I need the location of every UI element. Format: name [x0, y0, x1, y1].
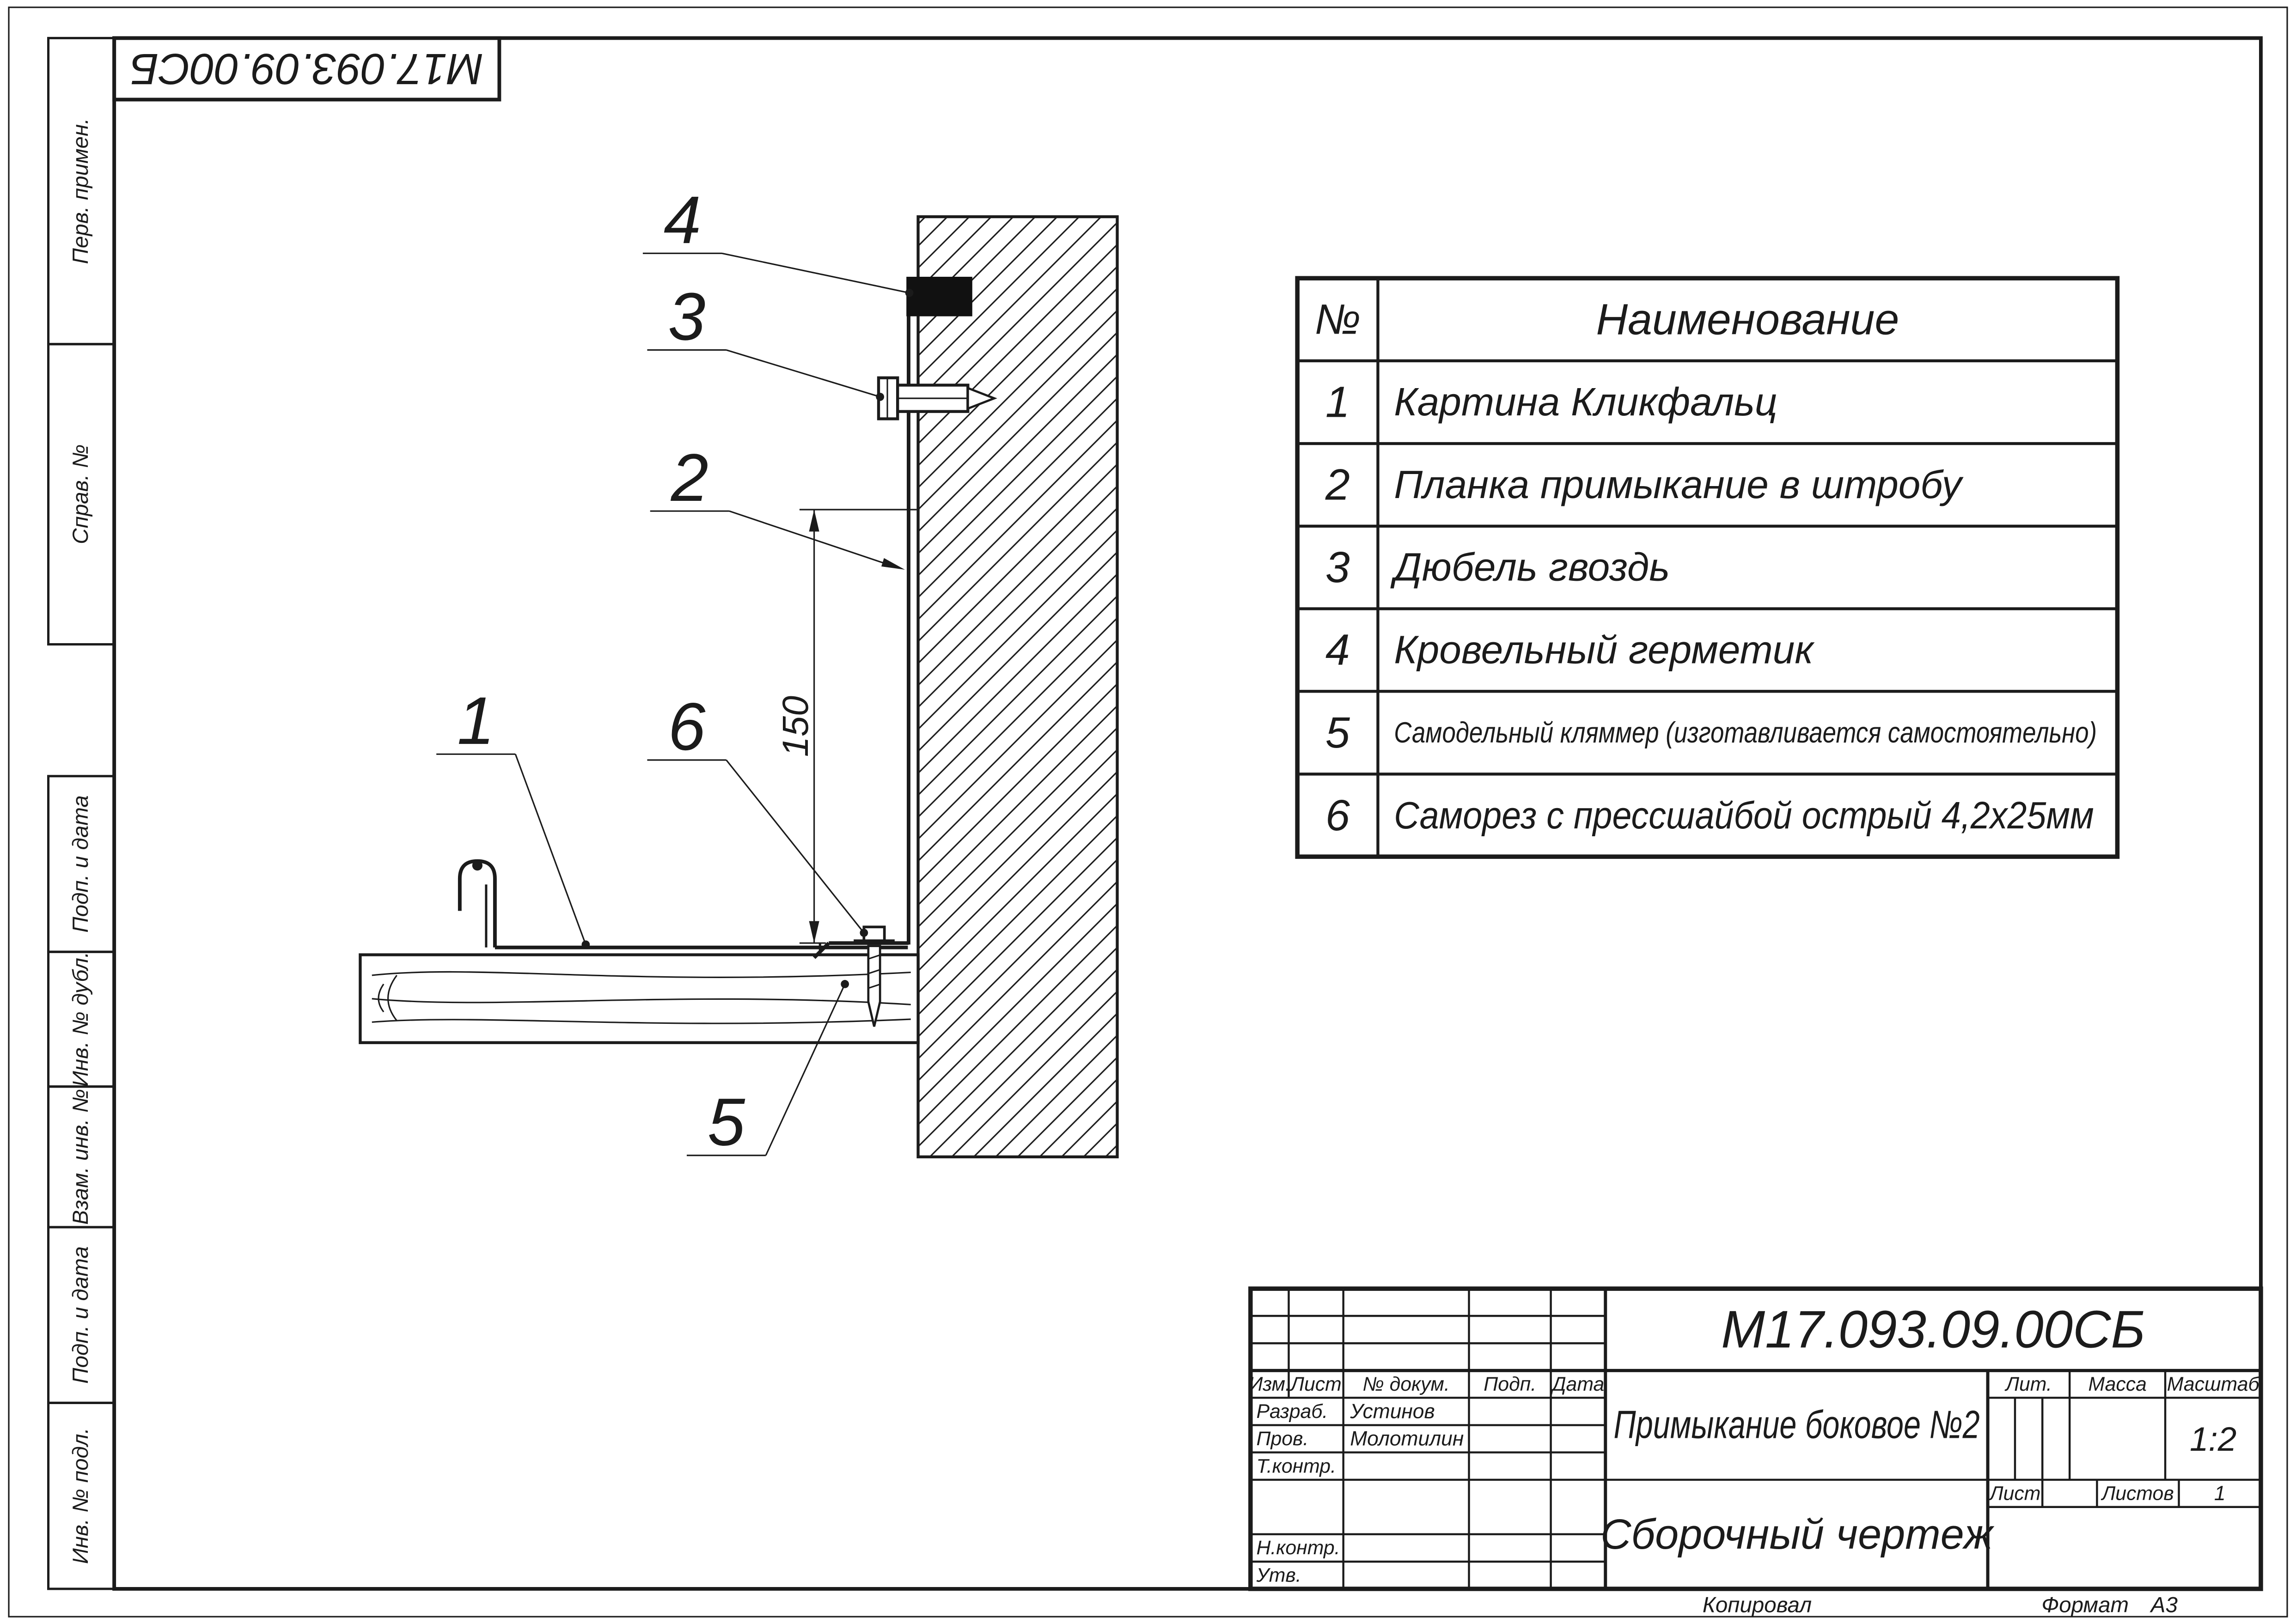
part-row-num: 2: [1325, 460, 1350, 509]
tb-label-list2: Лист: [1988, 1482, 2040, 1504]
parts-header-name: Наименование: [1596, 295, 1899, 344]
side-label-perv-primen: Перв. примен.: [68, 118, 93, 264]
side-label-inv-no-dubl: Инв. № дубл.: [68, 952, 93, 1087]
tb-document-type: Сборочный чертеж: [1600, 1511, 1995, 1558]
side-column: Перв. примен. Справ. № Подп. и дата Инв.…: [47, 36, 116, 1590]
callout-3: 3: [647, 279, 885, 401]
side-box-sprav-no: [47, 343, 116, 646]
top-stamp-box: [112, 36, 501, 102]
tb-label-tkontr: Т.контр.: [1256, 1455, 1336, 1477]
footer-format-value: А3: [2149, 1593, 2178, 1617]
callout-1-number: 1: [457, 683, 495, 758]
section-view: 150 1 2 3 4 5: [359, 182, 1119, 1160]
tb-label-utv: Утв.: [1256, 1564, 1301, 1586]
part-row-name: Планка примыкание в штробу: [1394, 463, 1964, 507]
part-row-name: Кровельный герметик: [1394, 628, 1815, 672]
press-washer-screw: [854, 925, 895, 1027]
tb-label-masshtab: Масштаб: [2167, 1373, 2260, 1395]
callout-4-number: 4: [664, 182, 701, 257]
tb-product-title: Примыкание боковое №2: [1614, 1403, 1980, 1447]
tb-doc-number: М17.093.09.00СБ: [1721, 1300, 2145, 1359]
tb-label-doc-no: № докум.: [1362, 1373, 1449, 1395]
part-row-num: 4: [1325, 626, 1350, 675]
wall-hatched-section: [916, 215, 1119, 1159]
footer-notes: Копировал Формат А3: [1703, 1593, 2178, 1617]
tb-sheets-value: 1: [2214, 1482, 2226, 1505]
callout-2-number: 2: [671, 440, 708, 515]
part-row-name: Картина Кликфальц: [1394, 380, 1777, 424]
tb-label-list: Лист: [1289, 1373, 1342, 1395]
callout-5-number: 5: [708, 1084, 745, 1160]
tb-value-razrab: Устинов: [1350, 1400, 1435, 1423]
part-row-name: Дюбель гвоздь: [1390, 546, 1670, 590]
tb-label-prov: Пров.: [1256, 1428, 1308, 1450]
side-label-sprav-no: Справ. №: [68, 444, 93, 544]
callout-3-number: 3: [668, 279, 705, 354]
parts-table-border: [1295, 276, 2120, 859]
top-stamp-doc-number: М17.093.09.00СБ: [130, 44, 484, 93]
dimension-150: 150: [775, 509, 917, 944]
tb-value-prov: Молотилин: [1350, 1428, 1464, 1450]
wood-grain-knot: [387, 974, 397, 1022]
parts-table: № Наименование 1 Картина Кликфальц 2 Пла…: [1295, 276, 2120, 859]
klammer-clip: [818, 943, 876, 956]
part-row-num: 3: [1325, 543, 1350, 592]
part-row-name: Саморез с прессшайбой острый 4,2х25мм: [1394, 794, 2094, 837]
title-block-grid: [1250, 1289, 2261, 1589]
top-stamp: М17.093.09.00СБ: [112, 36, 501, 102]
callout-6: 6: [647, 689, 868, 937]
callout-4: 4: [642, 182, 914, 297]
title-block-border: [1248, 1286, 2263, 1591]
side-label-podp-i-data-2: Подп. и дата: [68, 1246, 93, 1384]
roof-sheet-klickfalz: [458, 859, 908, 949]
side-label-vzam-inv-no: Взам. инв. №: [68, 1089, 93, 1225]
parts-table-grid: [1297, 278, 2118, 857]
standing-seam: [458, 859, 497, 948]
tb-label-nkontr: Н.контр.: [1256, 1537, 1340, 1559]
seam-fold: [472, 860, 482, 871]
tb-label-data: Дата: [1550, 1373, 1604, 1395]
callout-6-number: 6: [668, 689, 706, 764]
wood-grain-line: [372, 971, 911, 978]
sealant-block: [906, 277, 972, 316]
title-block: Изм. Лист № докум. Подп. Дата Разраб. Ус…: [1248, 1286, 2263, 1591]
wood-grain-line: [372, 1018, 911, 1024]
part-row-num: 6: [1325, 791, 1350, 840]
tb-label-izm: Изм.: [1249, 1373, 1291, 1395]
side-box-inv-no-podl: [47, 1401, 116, 1590]
wood-grain-knot: [378, 984, 385, 1013]
footer-copied-by: Копировал: [1703, 1593, 1812, 1617]
tb-label-lit: Лит.: [2004, 1373, 2052, 1395]
tb-scale-value: 1:2: [2190, 1421, 2236, 1458]
callout-2: 2: [650, 440, 905, 570]
tb-label-massa: Масса: [2088, 1373, 2147, 1395]
footer-format-label: Формат: [2041, 1593, 2129, 1617]
tb-label-listov: Листов: [2101, 1482, 2174, 1504]
tb-label-razrab: Разраб.: [1256, 1400, 1328, 1423]
side-label-inv-no-podl: Инв. № подл.: [68, 1428, 93, 1564]
part-row-num: 5: [1325, 708, 1350, 757]
roof-deck: [359, 953, 920, 1044]
tb-label-podp: Подп.: [1484, 1373, 1536, 1395]
callout-5: 5: [686, 980, 849, 1160]
part-row-name: Самодельный кляммер (изготавливается сам…: [1394, 717, 2097, 749]
parts-header-num: №: [1315, 296, 1361, 343]
dimension-150-text: 150: [775, 696, 816, 757]
side-label-podp-i-data-1: Подп. и дата: [68, 795, 93, 933]
part-row-num: 1: [1325, 378, 1350, 427]
sheet-border: [8, 6, 2288, 1618]
callout-1: 1: [436, 683, 590, 949]
wood-grain-line: [372, 998, 911, 1005]
